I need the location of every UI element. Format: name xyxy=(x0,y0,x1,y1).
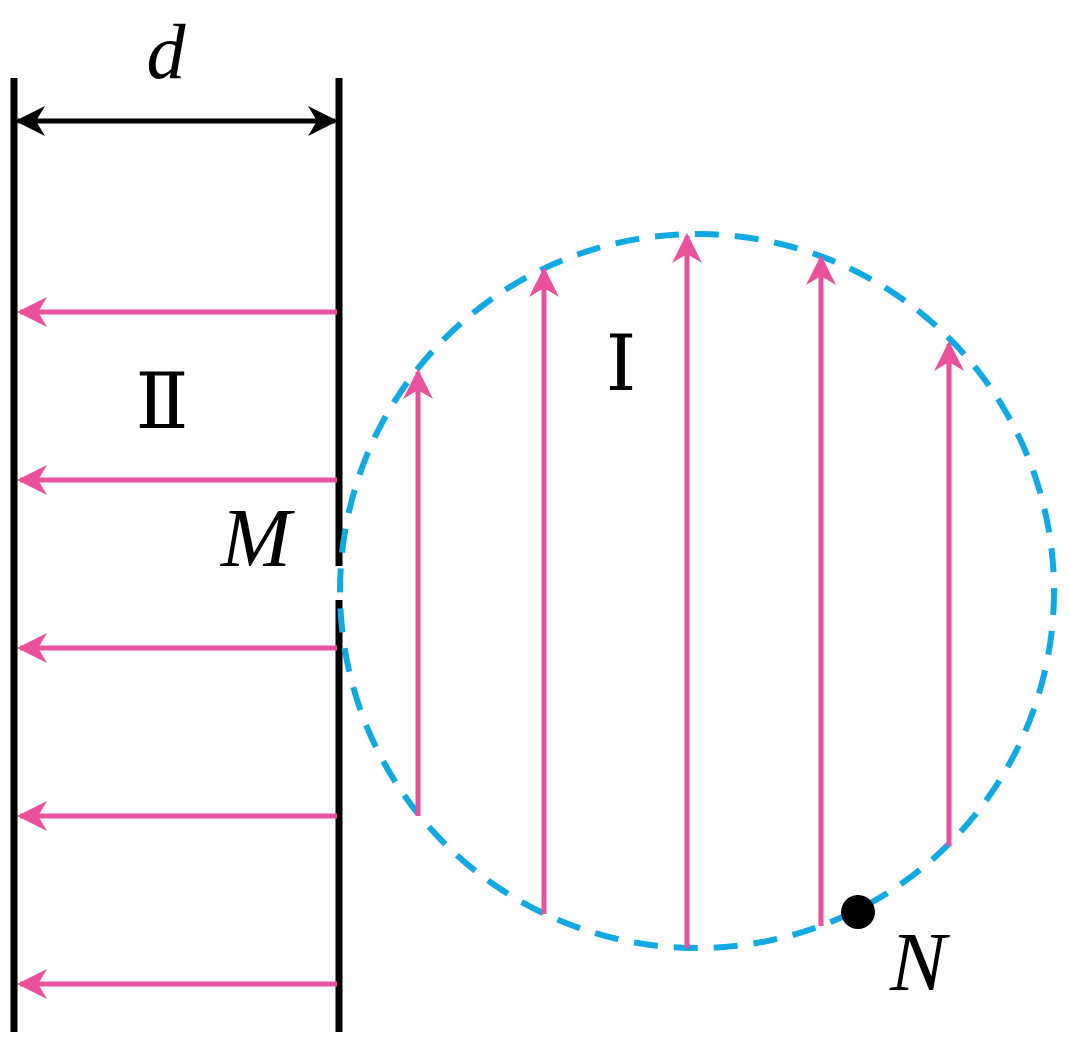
width-label-d: d xyxy=(147,8,187,95)
point-n-label: N xyxy=(889,916,950,1009)
region-two-field-lines xyxy=(16,297,337,999)
region-one-label: Ⅰ xyxy=(606,320,637,407)
point-m-label: M xyxy=(220,492,295,585)
point-n-dot xyxy=(841,895,875,929)
region-two-label: Ⅱ xyxy=(135,358,188,445)
region-one-field-lines xyxy=(403,233,964,948)
